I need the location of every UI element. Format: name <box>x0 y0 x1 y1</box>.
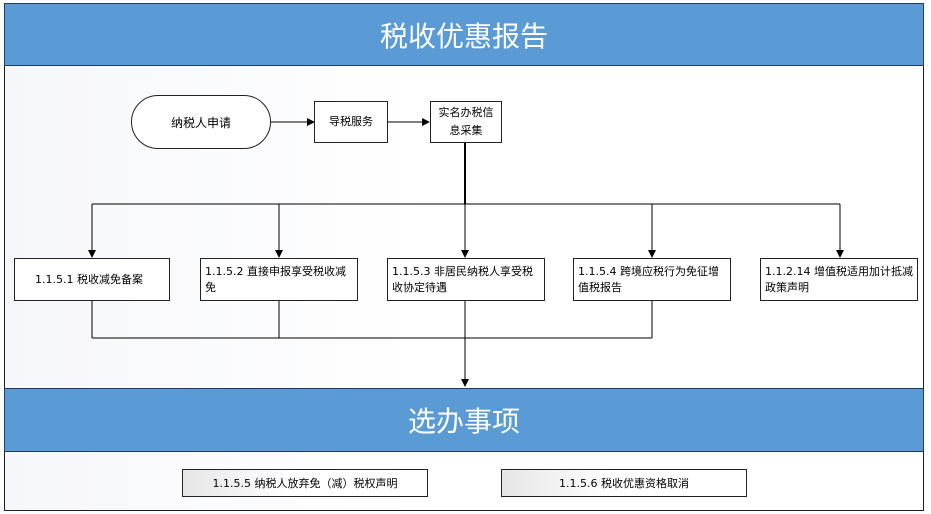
optional-item-1[interactable]: 1.1.5.5 纳税人放弃免（减）税权声明 <box>182 469 428 497</box>
branch-box-1: 1.1.5.1 税收减免备案 <box>14 258 170 301</box>
page-title-banner: 税收优惠报告 <box>4 3 924 66</box>
optional-item-1-label: 1.1.5.5 纳税人放弃免（减）税权声明 <box>212 477 398 490</box>
branch-label-2: 1.1.5.2 直接申报享受税收减免 <box>205 264 346 294</box>
flow-step-guidance: 导税服务 <box>314 101 388 143</box>
flow-step-realname: 实名办税信息采集 <box>430 101 502 143</box>
branch-label-4: 1.1.5.4 跨境应税行为免征增值税报告 <box>578 264 719 294</box>
page-title: 税收优惠报告 <box>379 19 548 53</box>
optional-items-panel <box>5 452 923 510</box>
flow-step-realname-label: 实名办税信息采集 <box>438 106 494 137</box>
branch-box-4: 1.1.5.4 跨境应税行为免征增值税报告 <box>573 258 731 301</box>
flow-step-guidance-label: 导税服务 <box>329 115 373 128</box>
flow-start-label: 纳税人申请 <box>170 115 231 130</box>
optional-item-2[interactable]: 1.1.5.6 税收优惠资格取消 <box>501 469 747 497</box>
branch-box-2: 1.1.5.2 直接申报享受税收减免 <box>200 258 358 301</box>
branch-label-3: 1.1.5.3 非居民纳税人享受税收协定待遇 <box>392 264 533 294</box>
branch-label-1: 1.1.5.1 税收减免备案 <box>35 272 143 286</box>
optional-item-2-label: 1.1.5.6 税收优惠资格取消 <box>559 477 689 490</box>
branch-label-5: 1.1.2.14 增值税适用加计抵减政策声明 <box>765 264 913 294</box>
optional-section-title: 选办事项 <box>407 405 520 438</box>
branch-box-3: 1.1.5.3 非居民纳税人享受税收协定待遇 <box>387 258 545 301</box>
optional-section-banner: 选办事项 <box>4 388 924 452</box>
branch-box-5: 1.1.2.14 增值税适用加计抵减政策声明 <box>760 258 918 301</box>
flow-start-node: 纳税人申请 <box>131 95 271 149</box>
